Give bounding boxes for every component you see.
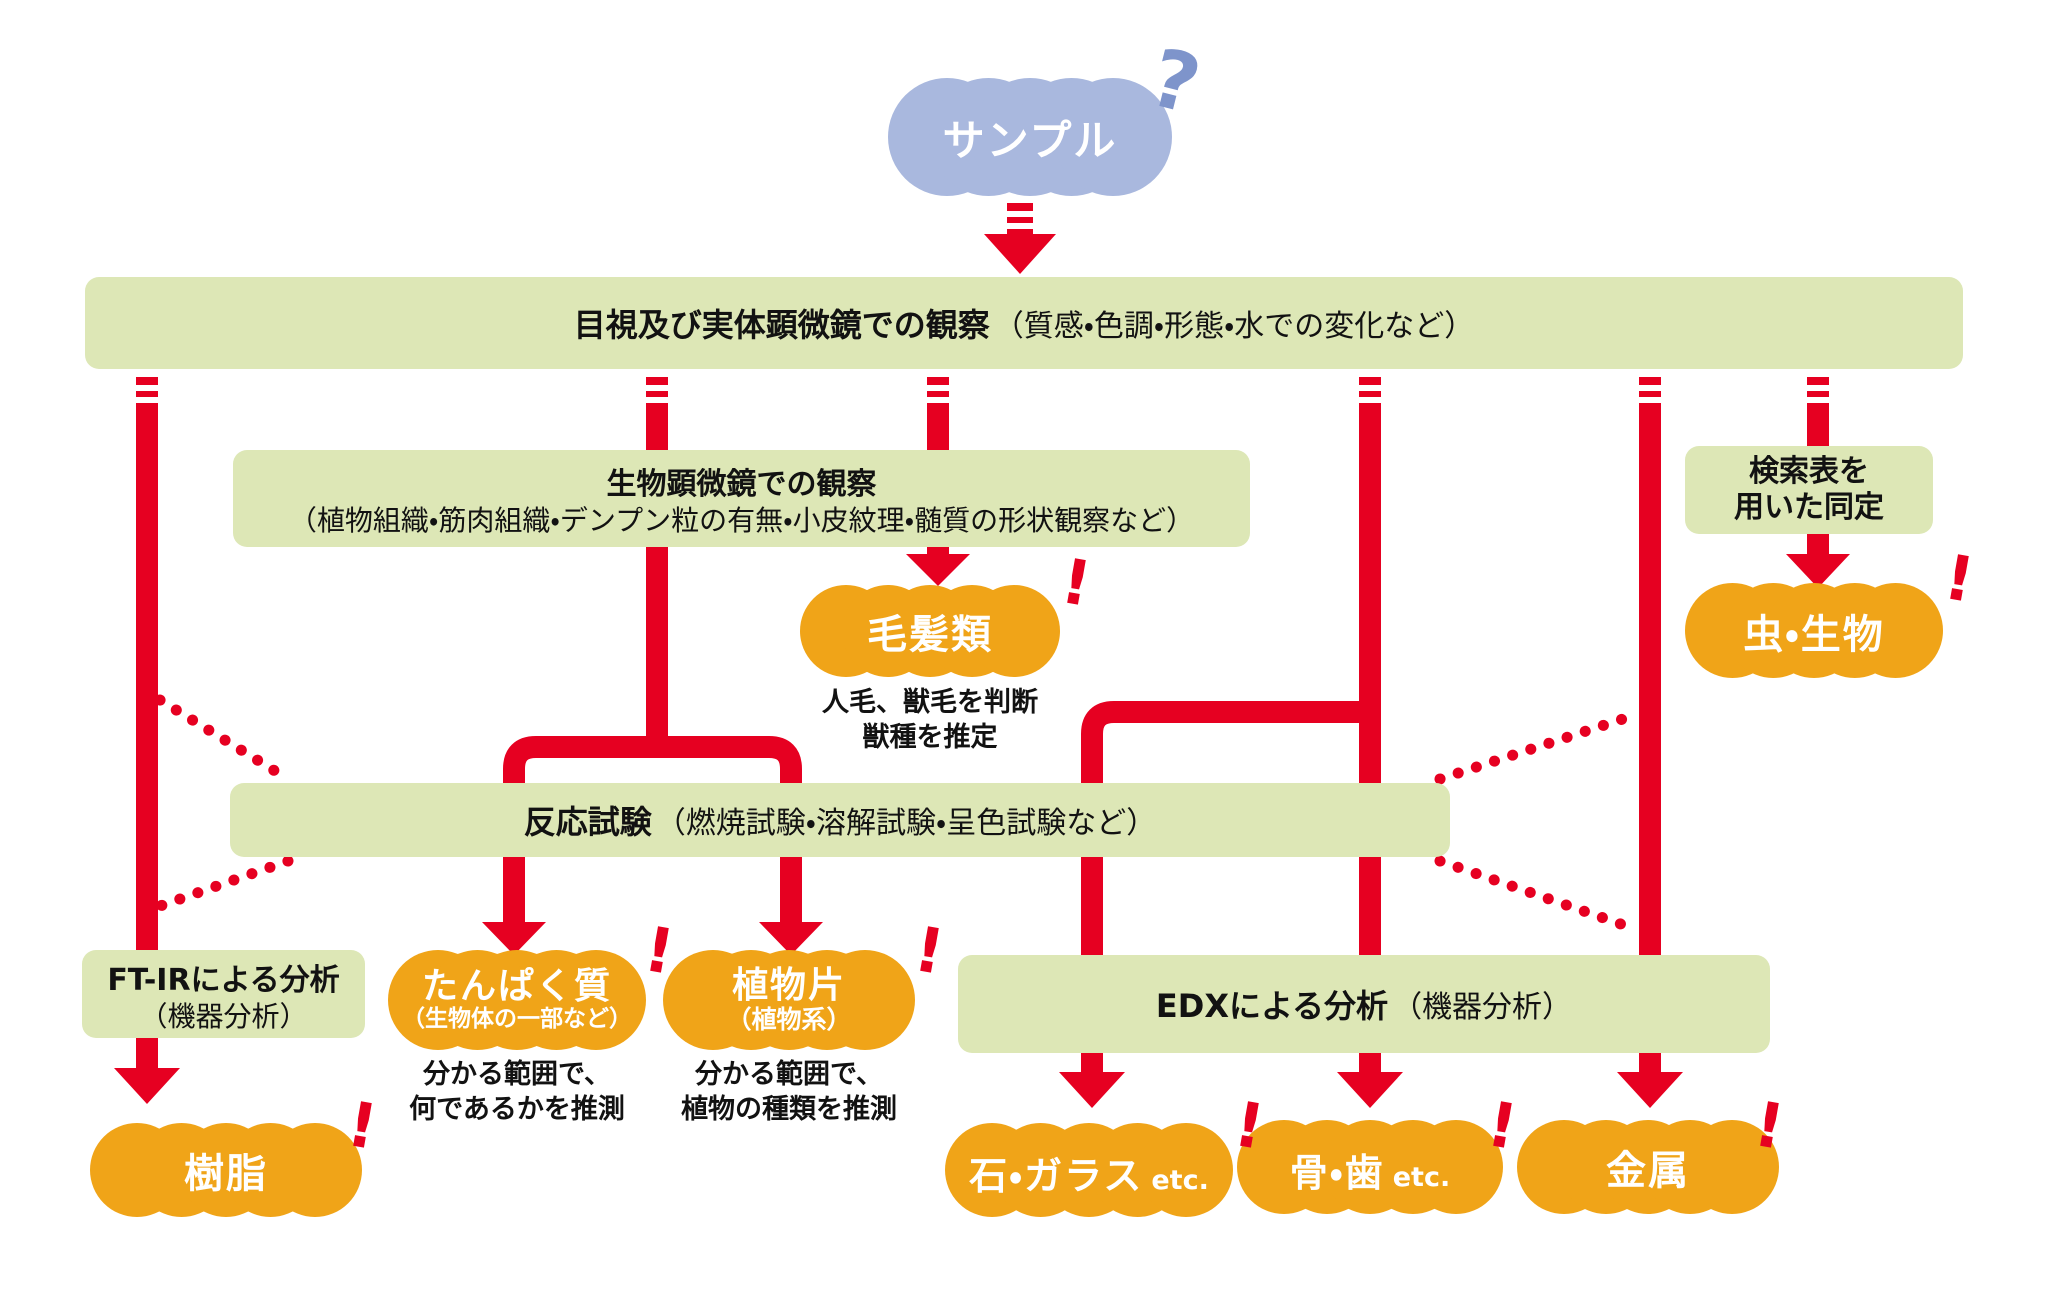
resin-cloud-shape [90, 1123, 362, 1217]
edx-note: （機器分析） [1392, 990, 1573, 1025]
plant-caption-line2: 植物の種類を推測 [681, 1093, 897, 1125]
hair-cloud-shape [800, 585, 1060, 677]
bone-cloud-label: 骨・歯 etc. [1237, 1120, 1503, 1214]
ftir-note: （機器分析） [139, 999, 308, 1033]
plant-caption: 分かる範囲で、 植物の種類を推測 [639, 1058, 939, 1127]
connector-reaction-branches [482, 736, 823, 955]
search-table-box: 検索表を 用いた同定 [1685, 446, 1933, 534]
search-line2: 用いた同定 [1734, 490, 1884, 525]
reaction-test-box: 反応試験 （燃焼試験・溶解試験・呈色試験など） [230, 783, 1450, 857]
stone-cloud-label: 石・ガラス etc. [945, 1123, 1233, 1217]
arrow-sample-to-observation [984, 203, 1056, 274]
protein-caption-line1: 分かる範囲で、 [423, 1059, 611, 1090]
metal-cloud-label: 金属 [1606, 1148, 1690, 1194]
ftir-box: FT-IRによる分析 （機器分析） [82, 950, 365, 1038]
ftir-title: FT-IRによる分析 [107, 962, 340, 998]
edx-box: EDXによる分析 （機器分析） [958, 955, 1770, 1053]
hair-cloud-label: 毛髪類 [867, 612, 993, 658]
bone-label-etc: etc. [1392, 1162, 1451, 1193]
observation-title: 目視及び実体顕微鏡での観察 [573, 306, 990, 344]
plant-cloud-label: 植物片 （植物系） [663, 950, 915, 1050]
hair-caption-line2: 獣種を推定 [862, 721, 998, 753]
hair-caption: 人毛、獣毛を判断 獣種を推定 [780, 686, 1080, 755]
protein-label-main: たんぱく質 [421, 965, 612, 1007]
plant-label-sub: （植物系） [726, 1005, 852, 1035]
bone-cloud-shape [1237, 1120, 1503, 1214]
observation-note: （質感・色調・形態・水での変化など） [993, 309, 1475, 344]
metal-cloud-shape [1517, 1120, 1779, 1214]
reaction-title: 反応試験 [523, 803, 652, 841]
resin-cloud-label: 樹脂 [184, 1151, 268, 1197]
stone-label-etc: etc. [1151, 1165, 1209, 1196]
reaction-note: （燃焼試験・溶解試験・呈色試験など） [655, 806, 1157, 841]
sample-cloud-shape [888, 78, 1172, 196]
bio-title: 生物顕微鏡での観察 [606, 467, 877, 502]
stone-label-main: 石・ガラス [969, 1154, 1144, 1198]
plant-label-main: 植物片 [731, 964, 846, 1006]
connector-edx-left-branch [1059, 701, 1370, 1108]
insect-cloud-label: 虫・生物 [1743, 611, 1885, 658]
line-cut-marks [132, 385, 1833, 403]
protein-cloud-label: たんぱく質 （生物体の一部など） [388, 950, 646, 1050]
bio-note: （植物組織・筋肉組織・デンプン粒の有無・小皮紋理・髄質の形状観察など） [288, 504, 1195, 537]
stone-cloud-shape [945, 1123, 1233, 1217]
edx-title: EDXによる分析 [1155, 987, 1389, 1025]
sample-cloud-label: サンプル [942, 115, 1118, 165]
protein-label-sub: （生物体の一部など） [402, 1006, 632, 1033]
protein-cloud-shape [388, 950, 646, 1050]
plant-cloud-shape [663, 950, 915, 1050]
insect-cloud-shape [1685, 583, 1943, 678]
bone-label-main: 骨・歯 [1289, 1151, 1385, 1195]
protein-caption-line2: 何であるかを推測 [409, 1093, 625, 1125]
search-line1: 検索表を [1749, 454, 1869, 489]
dotted-links [154, 694, 1644, 936]
hair-caption-line1: 人毛、獣毛を判断 [822, 687, 1038, 718]
bio-microscope-box: 生物顕微鏡での観察 （植物組織・筋肉組織・デンプン粒の有無・小皮紋理・髄質の形状… [233, 450, 1250, 547]
observation-box: 目視及び実体顕微鏡での観察 （質感・色調・形態・水での変化など） [85, 277, 1963, 369]
plant-caption-line1: 分かる範囲で、 [695, 1059, 883, 1090]
protein-caption: 分かる範囲で、 何であるかを推測 [367, 1058, 667, 1127]
